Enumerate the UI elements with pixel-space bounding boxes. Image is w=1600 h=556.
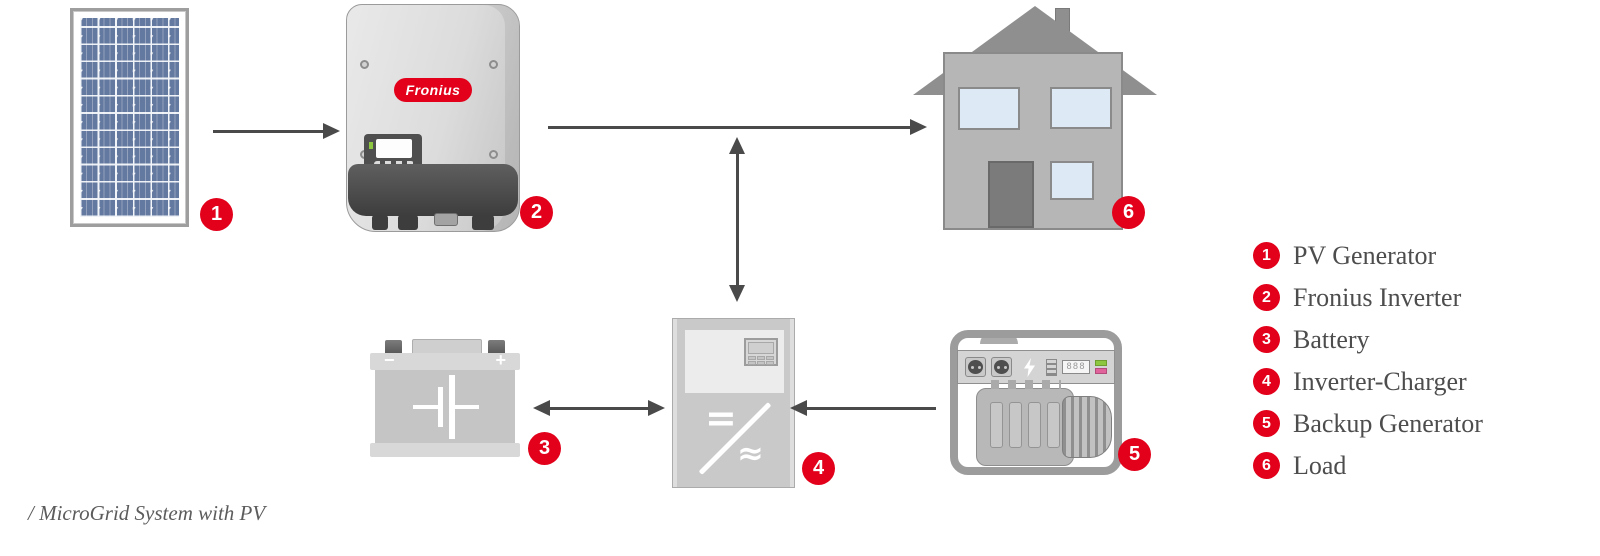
house-body [943, 52, 1123, 230]
fronius-logo: Fronius [394, 78, 472, 102]
arrowhead-right-icon [648, 400, 665, 416]
solar-cells-grid [75, 13, 184, 222]
generator-control-panel: 888 [957, 350, 1115, 384]
battery-symbol-plate [449, 375, 455, 439]
generator-engine [976, 380, 1074, 466]
legend: 1 PV Generator 2 Fronius Inverter 3 Batt… [1253, 240, 1483, 480]
legend-label: Fronius Inverter [1293, 282, 1462, 312]
arrowhead-up-icon [729, 137, 745, 154]
legend-number: 6 [1253, 452, 1280, 479]
lightning-icon [1023, 357, 1035, 377]
battery-symbol-line [455, 405, 479, 409]
legend-item-load: 6 Load [1253, 450, 1483, 480]
fronius-inverter-illustration: Fronius [346, 4, 520, 232]
screw-icon [489, 60, 498, 69]
legend-item-fronius-inverter: 2 Fronius Inverter [1253, 282, 1483, 312]
dc-symbol: = [705, 396, 737, 440]
generator-buttons [1095, 360, 1107, 374]
generator-alternator [1062, 396, 1112, 458]
pink-button [1095, 368, 1107, 374]
badge-inverter-charger: 4 [802, 452, 835, 485]
badge-backup-generator: 5 [1118, 438, 1151, 471]
arrowhead-left-icon [790, 400, 807, 416]
legend-item-pv-generator: 1 PV Generator [1253, 240, 1483, 270]
battery-illustration: − + [370, 320, 520, 460]
power-outlet-icon [991, 357, 1012, 377]
connector-icon [372, 215, 388, 230]
legend-item-inverter-charger: 4 Inverter-Charger [1253, 366, 1483, 396]
legend-number: 2 [1253, 284, 1280, 311]
arrow-pv-to-inverter [213, 123, 340, 139]
legend-number: 5 [1253, 410, 1280, 437]
legend-label: Load [1293, 450, 1347, 480]
status-led-icon [369, 142, 373, 149]
arrow-generator-to-charger [790, 400, 936, 416]
pv-generator-illustration [70, 8, 189, 227]
screw-icon [360, 60, 369, 69]
minus-label: − [384, 350, 395, 370]
window [1050, 87, 1112, 129]
inverter-screen [376, 139, 412, 158]
figure-caption: / MicroGrid System with PV [28, 501, 266, 525]
generator-frame [950, 330, 1122, 475]
legend-number: 4 [1253, 368, 1280, 395]
battery-symbol-plate [438, 387, 443, 427]
badge-load: 6 [1112, 196, 1145, 229]
legend-label: PV Generator [1293, 240, 1437, 270]
legend-number: 1 [1253, 242, 1280, 269]
ac-symbol: ≈ [737, 434, 764, 472]
battery-body [375, 370, 515, 445]
badge-battery: 3 [528, 432, 561, 465]
connector-nut-icon [434, 213, 458, 226]
window [958, 87, 1020, 130]
charger-display [744, 338, 778, 366]
legend-item-battery: 3 Battery [1253, 324, 1483, 354]
arrowhead-left-icon [533, 400, 550, 416]
connector-icon [472, 215, 494, 230]
backup-generator-illustration: 888 [950, 330, 1122, 475]
legend-number: 3 [1253, 326, 1280, 353]
legend-item-backup-generator: 5 Backup Generator [1253, 408, 1483, 438]
vent-lines-icon [1046, 358, 1057, 376]
badge-fronius-inverter: 2 [520, 196, 553, 229]
door [988, 161, 1034, 228]
generator-meter: 888 [1062, 360, 1090, 374]
battery-terminal-icon [488, 340, 505, 357]
inverter-charger-illustration: = ≈ [672, 318, 795, 488]
charger-top-panel [685, 330, 784, 393]
green-button [1095, 360, 1107, 366]
screw-icon [489, 150, 498, 159]
load-house-illustration [905, 0, 1165, 240]
inverter-connection-area [348, 164, 518, 216]
power-outlet-icon [965, 357, 986, 377]
arrowhead-right-icon [323, 123, 340, 139]
arrowhead-down-icon [729, 285, 745, 302]
arrowhead-right-icon [910, 119, 927, 135]
charger-keypad [748, 356, 774, 365]
legend-label: Battery [1293, 324, 1370, 354]
arrow-bus-to-charger-bidirectional [729, 137, 745, 302]
legend-label: Backup Generator [1293, 408, 1483, 438]
badge-pv-generator: 1 [200, 198, 233, 231]
arrow-battery-charger-bidirectional [533, 400, 665, 416]
arrow-inverter-to-load [548, 119, 927, 135]
connector-icon [398, 215, 418, 230]
charger-screen [748, 342, 774, 354]
window [1050, 161, 1094, 200]
battery-terminal-icon [385, 340, 402, 357]
plus-label: + [495, 350, 506, 370]
battery-bottom-strip [370, 443, 520, 457]
legend-label: Inverter-Charger [1293, 366, 1467, 396]
battery-symbol-line [413, 405, 439, 409]
battery-top-strip: − + [370, 350, 520, 370]
